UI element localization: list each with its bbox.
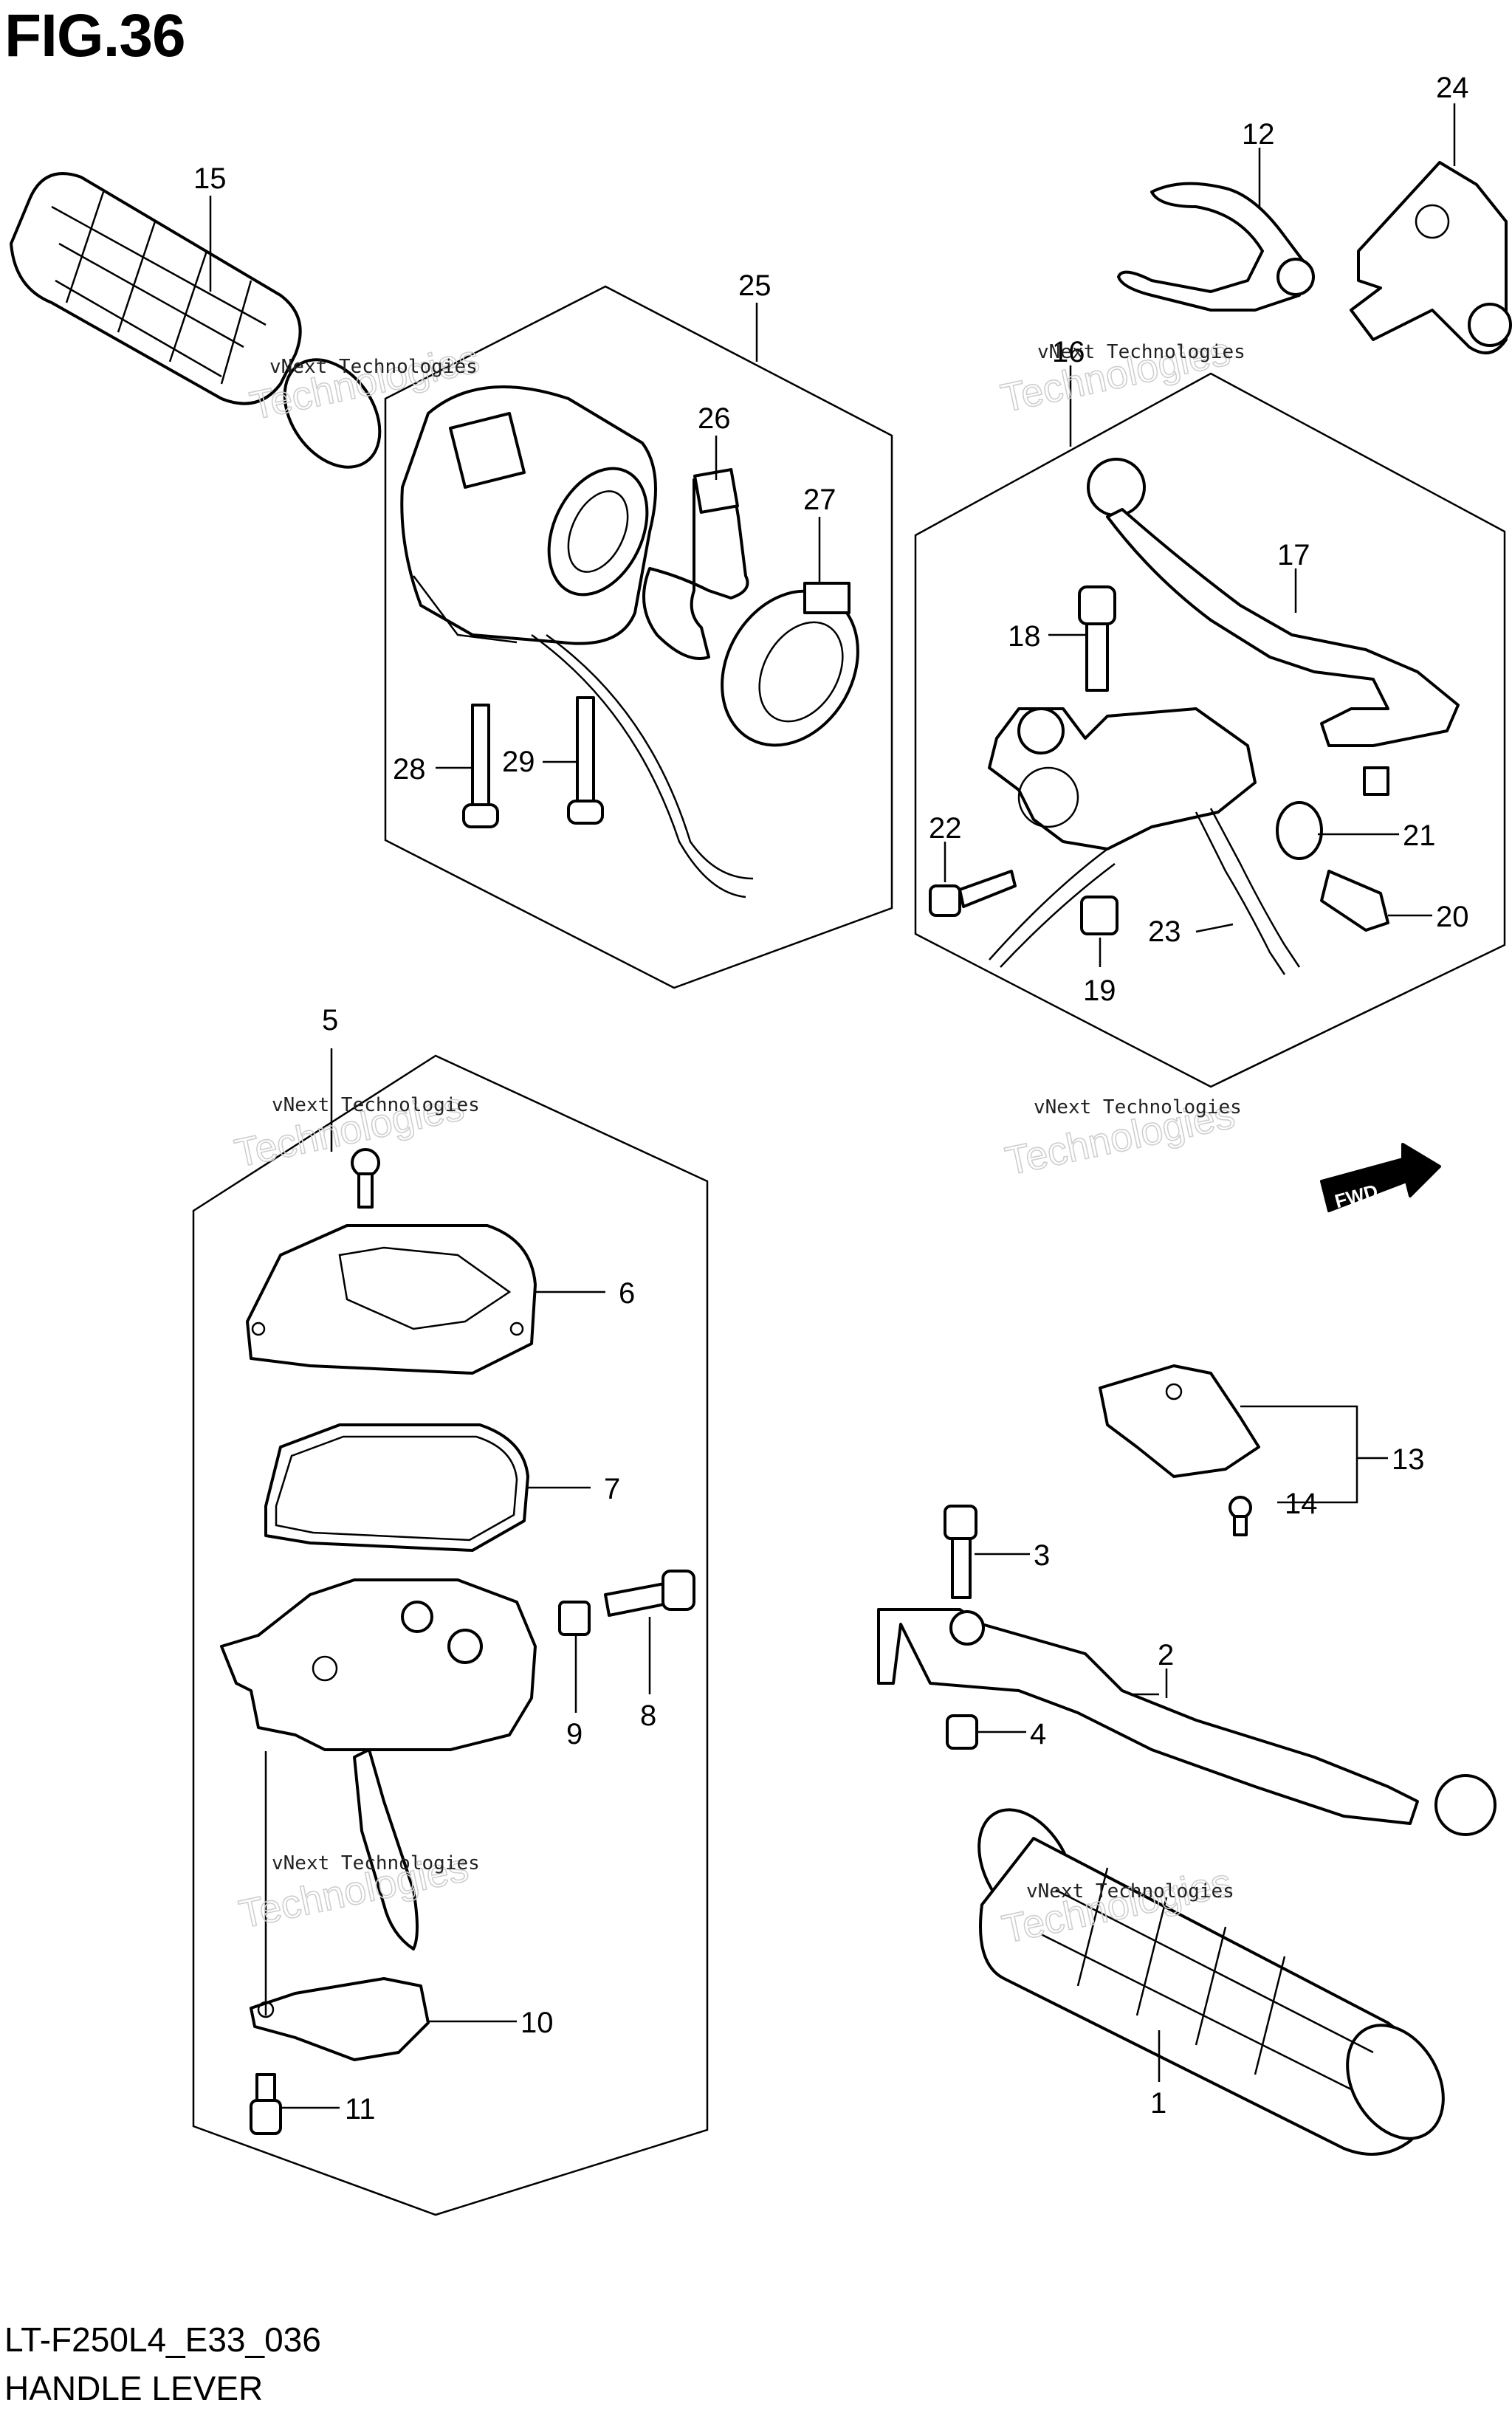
holder-16 bbox=[988, 707, 1257, 850]
part-label-1: 1 bbox=[1150, 2087, 1166, 2120]
switch-13 bbox=[1099, 1364, 1260, 1478]
nut-19 bbox=[1080, 896, 1118, 935]
screw-14 bbox=[1228, 1496, 1252, 1536]
svg-text:vNext Technologies: vNext Technologies bbox=[1026, 1880, 1234, 1903]
nut-9 bbox=[558, 1601, 591, 1636]
watermark-5: Technologies vNext Technologies bbox=[235, 1845, 480, 1938]
bolt-11 bbox=[250, 2073, 282, 2135]
part-label-3: 3 bbox=[1034, 1539, 1050, 1572]
part-label-22: 22 bbox=[929, 812, 962, 845]
group-outline-16 bbox=[914, 372, 1506, 1088]
part-label-14: 14 bbox=[1285, 1488, 1318, 1520]
screw-29 bbox=[567, 696, 604, 825]
part-label-6: 6 bbox=[619, 1277, 635, 1310]
svg-text:vNext Technologies: vNext Technologies bbox=[1034, 1096, 1242, 1118]
part-numbers: 15 25 26 27 28 29 12 24 16 17 18 22 21 2… bbox=[193, 72, 1469, 2125]
part-label-13: 13 bbox=[1392, 1443, 1425, 1476]
part-label-24: 24 bbox=[1436, 72, 1469, 104]
ring-27 bbox=[721, 582, 859, 747]
lever-2 bbox=[877, 1608, 1496, 1836]
part-label-19: 19 bbox=[1083, 975, 1116, 1007]
screw-5 bbox=[351, 1148, 380, 1209]
watermark-2: Technologies vNext Technologies bbox=[997, 329, 1245, 422]
grip-15 bbox=[10, 172, 382, 469]
part-label-7: 7 bbox=[604, 1473, 620, 1505]
figure-title: FIG.36 bbox=[4, 2, 186, 69]
part-label-18: 18 bbox=[1008, 620, 1041, 653]
cover-6 bbox=[246, 1224, 537, 1375]
pin-18 bbox=[1078, 585, 1116, 692]
part-label-21: 21 bbox=[1403, 819, 1436, 852]
switch-26 bbox=[642, 468, 749, 660]
part-label-29: 29 bbox=[502, 746, 535, 778]
part-label-9: 9 bbox=[566, 1718, 583, 1750]
group-outline-25 bbox=[384, 285, 893, 989]
part-label-23: 23 bbox=[1148, 915, 1181, 948]
screw-28 bbox=[462, 704, 499, 828]
leader-lines bbox=[209, 103, 1456, 2109]
part-label-17: 17 bbox=[1277, 539, 1310, 571]
watermark-4: Technologies vNext Technologies bbox=[1001, 1091, 1242, 1184]
part-label-27: 27 bbox=[803, 484, 836, 516]
bolt-8 bbox=[604, 1570, 695, 1617]
part-label-10: 10 bbox=[520, 2007, 554, 2039]
bolt-22 bbox=[929, 870, 1017, 917]
part-label-2: 2 bbox=[1158, 1639, 1174, 1671]
boot-21 bbox=[1276, 801, 1323, 860]
part-label-8: 8 bbox=[640, 1699, 656, 1732]
bracket-12 bbox=[1117, 182, 1315, 312]
part-label-28: 28 bbox=[393, 753, 426, 786]
switch-housing-25 bbox=[400, 385, 754, 898]
part-label-12: 12 bbox=[1242, 118, 1275, 151]
part-label-15: 15 bbox=[193, 162, 227, 195]
plate-10 bbox=[250, 1977, 430, 2061]
group-outline-5 bbox=[192, 1054, 709, 2216]
part-label-5: 5 bbox=[322, 1004, 338, 1037]
adjuster-20 bbox=[1320, 870, 1389, 932]
part-label-16: 16 bbox=[1052, 336, 1085, 368]
fwd-arrow: FWD bbox=[1320, 1143, 1441, 1212]
svg-text:vNext Technologies: vNext Technologies bbox=[272, 1852, 480, 1874]
figure-name: HANDLE LEVER bbox=[4, 2369, 264, 2407]
pin-3 bbox=[944, 1505, 977, 1599]
master-cylinder bbox=[220, 1578, 537, 1951]
cable-23 bbox=[989, 808, 1301, 975]
svg-text:vNext Technologies: vNext Technologies bbox=[272, 1094, 480, 1116]
housing-24 bbox=[1350, 161, 1512, 354]
svg-text:vNext Technologies: vNext Technologies bbox=[1037, 341, 1245, 363]
gasket-7 bbox=[264, 1423, 529, 1552]
grip-1 bbox=[977, 1808, 1445, 2156]
lever-17 bbox=[1087, 458, 1460, 796]
part-label-26: 26 bbox=[698, 402, 731, 435]
part-label-4: 4 bbox=[1030, 1718, 1046, 1750]
part-label-20: 20 bbox=[1436, 901, 1469, 933]
part-label-11: 11 bbox=[345, 2093, 376, 2125]
part-label-25: 25 bbox=[738, 269, 772, 302]
figure-code: LT-F250L4_E33_036 bbox=[4, 2320, 321, 2359]
nut-4 bbox=[946, 1714, 978, 1750]
svg-text:vNext Technologies: vNext Technologies bbox=[269, 356, 478, 378]
